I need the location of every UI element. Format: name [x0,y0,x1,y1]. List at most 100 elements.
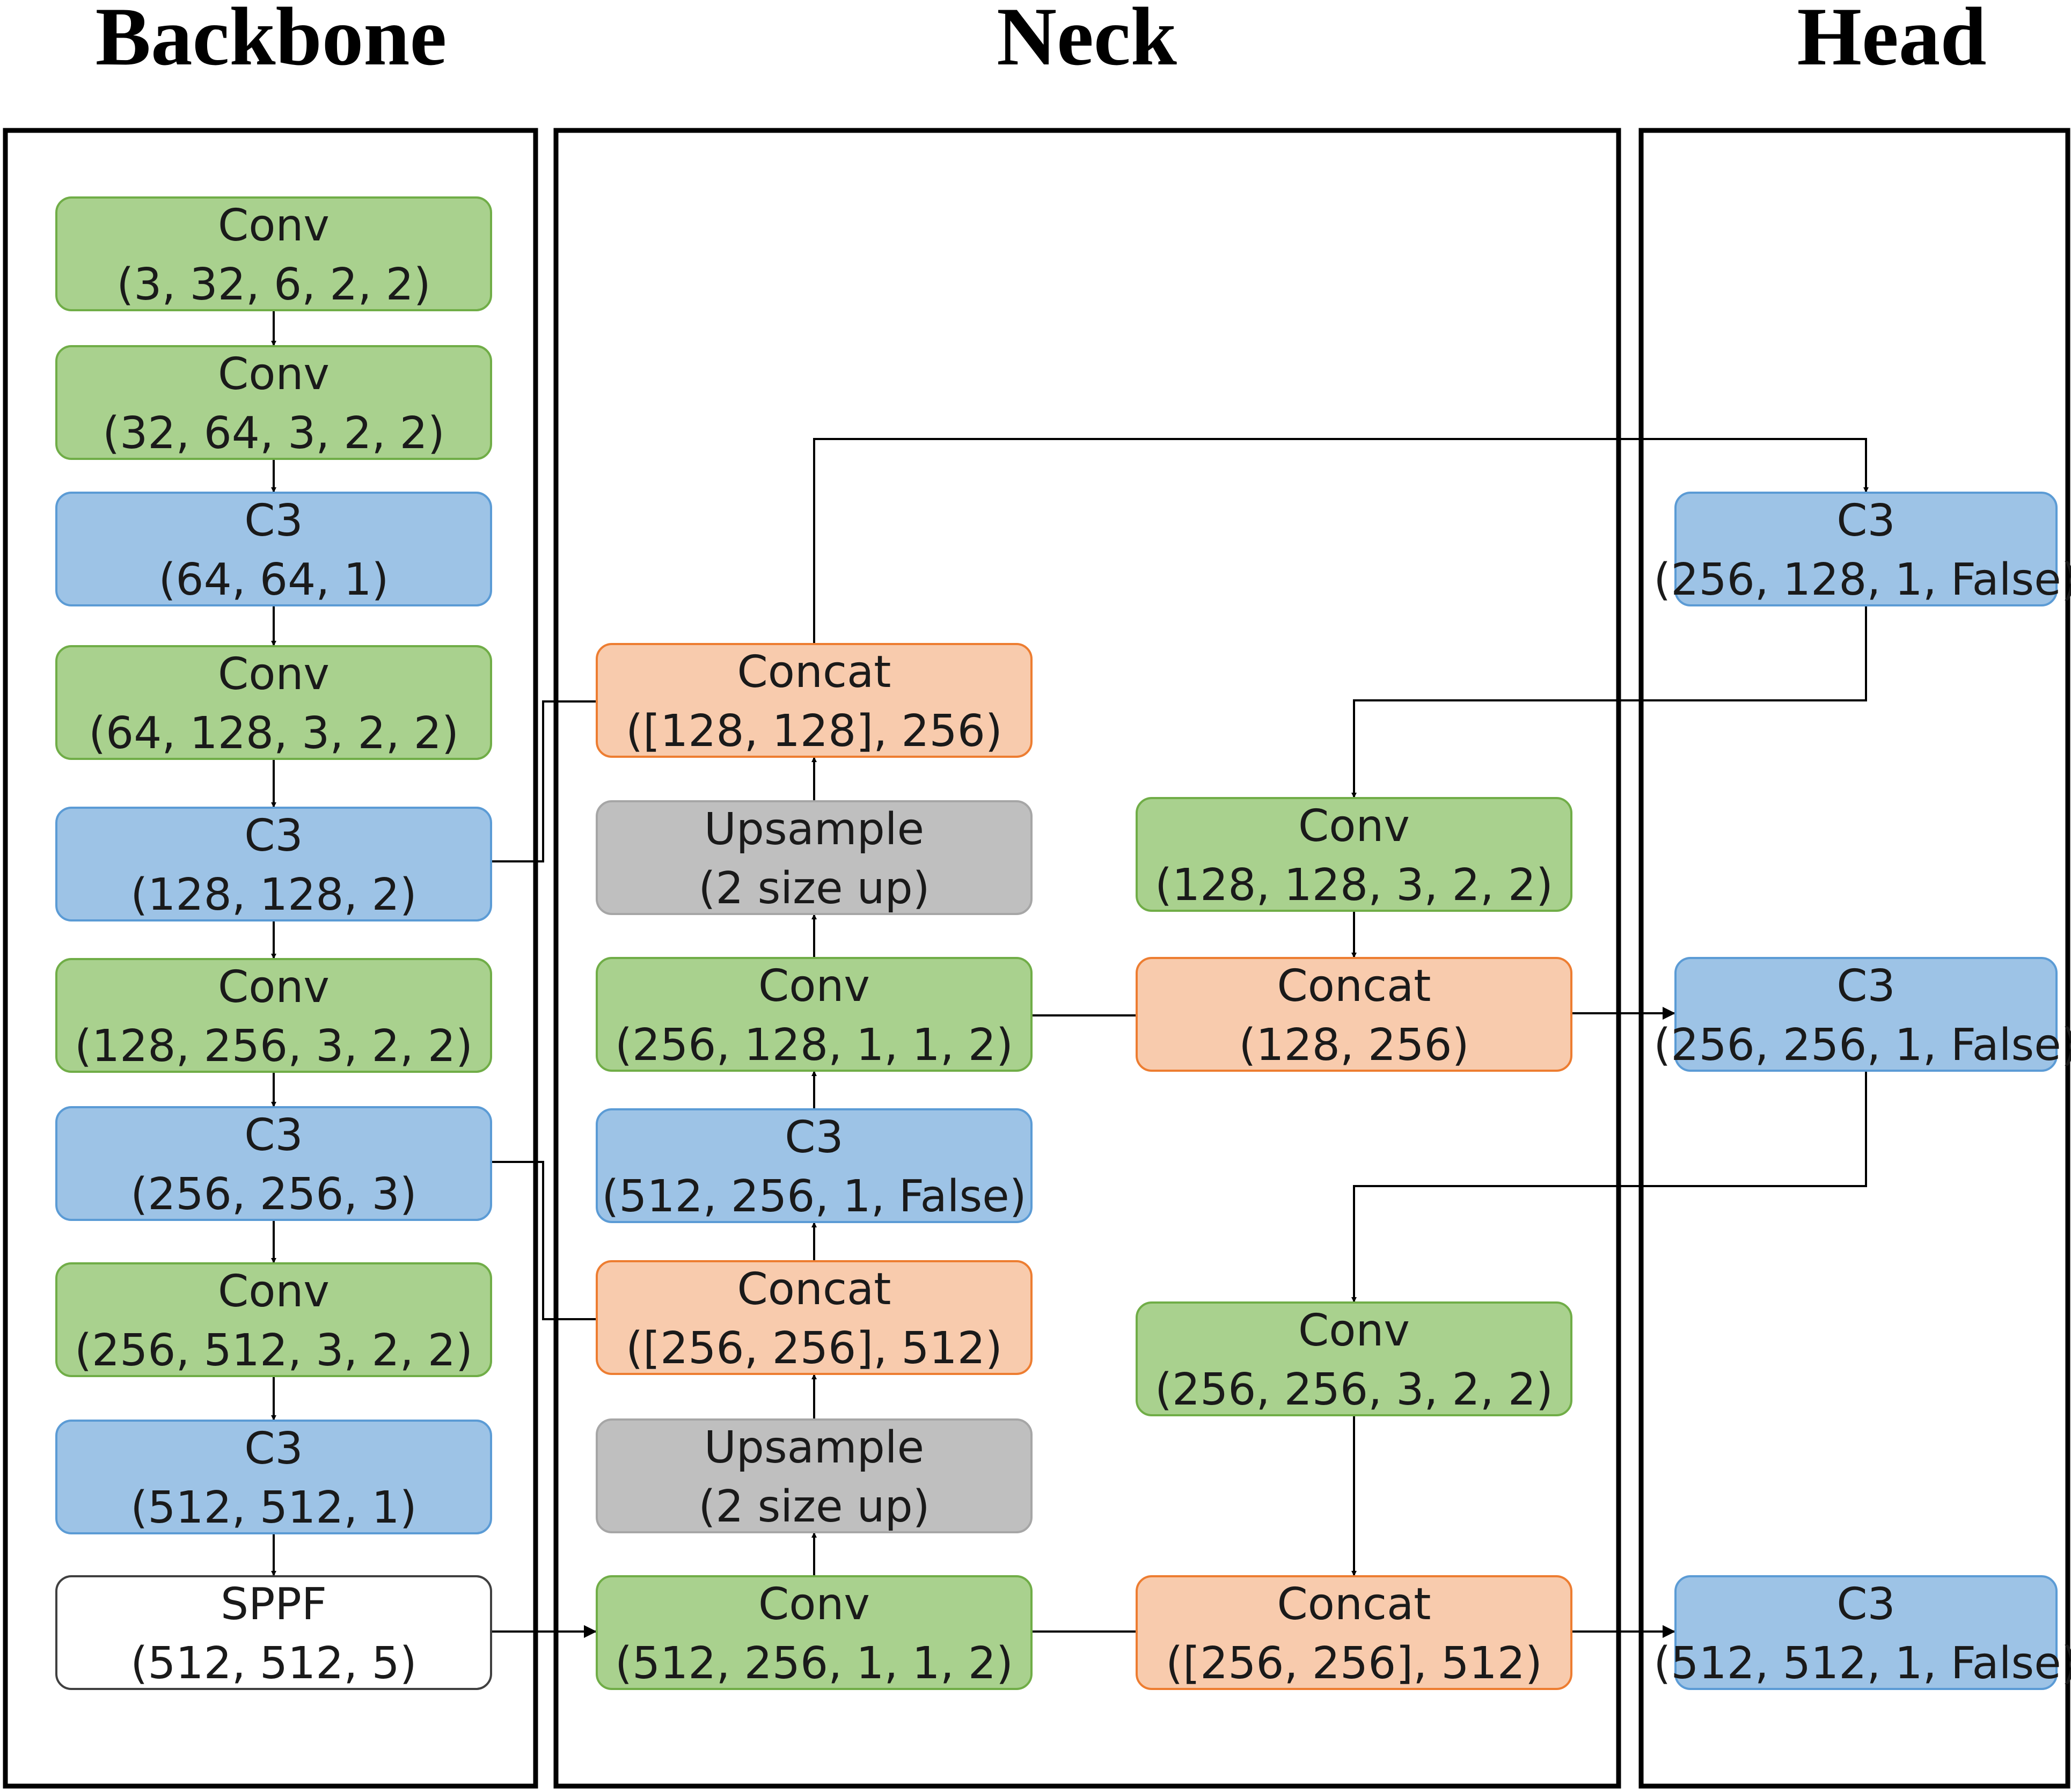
head-c3-block-1-label: C3 [1836,495,1895,546]
backbone-conv-block-1-label: Conv [218,200,330,251]
neck-right-conv-block-3-box [1136,1301,1572,1416]
backbone-c3-block-5-params: (128, 128, 2) [130,869,416,920]
backbone-conv-block-6: Conv (128, 256, 3, 2, 2) [55,958,492,1073]
neck-conv-block-3-params: (256, 128, 1, 1, 2) [615,1020,1013,1071]
backbone-conv-block-4: Conv (64, 128, 3, 2, 2) [55,645,492,760]
backbone-title: Backbone [96,0,447,83]
backbone-c3-block-9-params: (512, 512, 1) [130,1482,416,1533]
backbone-c3-block-9-label: C3 [244,1423,303,1474]
backbone-conv-block-6-params: (128, 256, 3, 2, 2) [75,1021,473,1072]
head-c3-block-2-label: C3 [1836,961,1895,1012]
neck-concat-block-1: Concat ([128, 128], 256) [596,643,1033,758]
neck-c3-block-4-box [596,1108,1033,1223]
neck-frame [553,128,1621,1789]
neck-concat-block-5-label: Concat [737,1264,891,1315]
neck-conv-block-7: Conv (512, 256, 1, 1, 2) [596,1575,1033,1690]
head-c3-block-2-params: (256, 256, 1, False) [1653,1020,2071,1071]
head-frame [1638,128,2070,1789]
head-c3-block-3-label: C3 [1836,1579,1895,1630]
backbone-c3-block-3-params: (64, 64, 1) [158,554,389,605]
neck-right-conv-block-1-params: (128, 128, 3, 2, 2) [1155,860,1553,911]
backbone-conv-block-4-params: (64, 128, 3, 2, 2) [89,708,459,759]
neck-upsample-block-6: Upsample (2 size up) [596,1418,1033,1533]
neck-upsample-block-2: Upsample (2 size up) [596,800,1033,915]
neck-right-conv-block-3-params: (256, 256, 3, 2, 2) [1155,1364,1553,1415]
connector-20 [1351,605,1867,798]
head-c3-block-1: C3(256, 128, 1, False) [1653,492,2071,606]
neck-right-concat-block-2-label: Concat [1277,961,1431,1012]
backbone-conv-block-2-label: Conv [218,349,330,400]
backbone-c3-block-5-box [55,807,492,921]
backbone-c3-block-9-box [55,1420,492,1534]
neck-right-concat-block-4: Concat ([256, 256], 512) [1136,1575,1572,1690]
neck-right-conv-block-1-box [1136,797,1572,912]
neck-right-conv-block-3-label: Conv [1298,1305,1410,1356]
head-c3-block-3: C3(512, 512, 1, False) [1653,1575,2071,1690]
connectors [271,310,1869,1638]
backbone-conv-block-6-label: Conv [218,962,330,1013]
neck-c3-block-4: C3 (512, 256, 1, False) [596,1108,1033,1223]
neck-right-conv-block-3: Conv (256, 256, 3, 2, 2) [1136,1301,1572,1416]
backbone-conv-block-8-label: Conv [218,1266,330,1317]
neck-conv-block-7-params: (512, 256, 1, 1, 2) [615,1638,1013,1689]
backbone-c3-block-7-label: C3 [244,1110,303,1161]
backbone-conv-block-1-params: (3, 32, 6, 2, 2) [116,259,431,310]
neck-right-concat-block-2-box [1136,957,1572,1072]
backbone-sppf-block-10-label: SPPF [221,1579,327,1630]
backbone-c3-block-7-params: (256, 256, 3) [130,1169,416,1220]
backbone-conv-block-4-label: Conv [218,649,330,700]
backbone-conv-block-8-params: (256, 512, 3, 2, 2) [75,1325,473,1376]
backbone-conv-block-8: Conv (256, 512, 3, 2, 2) [55,1262,492,1377]
neck-upsample-block-6-box [596,1418,1033,1533]
backbone-conv-block-8-box [55,1262,492,1377]
neck-right-concat-block-4-label: Concat [1277,1579,1431,1630]
backbone-frame [3,128,538,1789]
backbone-sppf-block-10-box [55,1575,492,1690]
neck-right-concat-block-2: Concat (128, 256) [1136,957,1572,1072]
blocks: Conv (3, 32, 6, 2, 2) Conv (32, 64, 3, 2, 2… [55,196,2071,1690]
neck-upsample-block-2-label: Upsample [704,804,924,855]
backbone-c3-block-5: C3 (128, 128, 2) [55,807,492,921]
backbone-c3-block-3-label: C3 [244,495,303,546]
neck-concat-block-1-params: ([128, 128], 256) [626,706,1002,757]
backbone-c3-block-3: C3 (64, 64, 1) [55,492,492,606]
neck-conv-block-7-label: Conv [758,1579,870,1630]
head-c3-block-2: C3 (256, 256, 1, False) [1653,957,2071,1072]
neck-concat-block-1-label: Concat [737,647,891,698]
backbone-c3-block-7-box [55,1106,492,1221]
connector-24 [1351,1071,1867,1303]
backbone-sppf-block-10: SPPF (512, 512, 5) [55,1575,492,1690]
neck-conv-block-3-box [596,957,1033,1072]
backbone-conv-block-2-params: (32, 64, 3, 2, 2) [103,408,445,459]
neck-conv-block-3: Conv (256, 128, 1, 1, 2) [596,957,1033,1072]
backbone-conv-block-4-box [55,645,492,760]
neck-title: Neck [997,0,1177,83]
backbone-conv-block-2-box [55,345,492,460]
neck-concat-block-5-box [596,1260,1033,1375]
backbone-sppf-block-10-params: (512, 512, 5) [130,1638,416,1689]
backbone-c3-block-9: C3 (512, 512, 1) [55,1420,492,1534]
backbone-c3-block-3-box [55,492,492,606]
neck-concat-block-5: Concat ([256, 256], 512) [596,1260,1033,1375]
neck-right-conv-block-1-label: Conv [1298,801,1410,852]
neck-right-conv-block-1: Conv (128, 128, 3, 2, 2) [1136,797,1572,912]
neck-right-concat-block-2-params: (128, 256) [1239,1020,1469,1071]
neck-c3-block-4-label: C3 [785,1112,843,1163]
neck-c3-block-4-params: (512, 256, 1, False) [602,1171,1026,1222]
neck-conv-block-7-box [596,1575,1033,1690]
neck-concat-block-5-params: ([256, 256], 512) [626,1323,1002,1374]
head-title: Head [1797,0,1986,83]
neck-right-concat-block-4-params: ([256, 256], 512) [1166,1638,1542,1689]
neck-concat-block-1-box [596,643,1033,758]
neck-right-concat-block-4-box [1136,1575,1572,1690]
neck-upsample-block-2-params: (2 size up) [698,863,930,914]
neck-upsample-block-6-label: Upsample [704,1422,924,1473]
backbone-c3-block-5-label: C3 [244,810,303,861]
neck-upsample-block-6-params: (2 size up) [698,1481,930,1532]
backbone-conv-block-1-box [55,196,492,311]
connector-17 [491,700,597,862]
backbone-conv-block-1: Conv (3, 32, 6, 2, 2) [55,196,492,311]
neck-conv-block-3-label: Conv [758,961,870,1012]
connector-18 [491,1161,597,1320]
